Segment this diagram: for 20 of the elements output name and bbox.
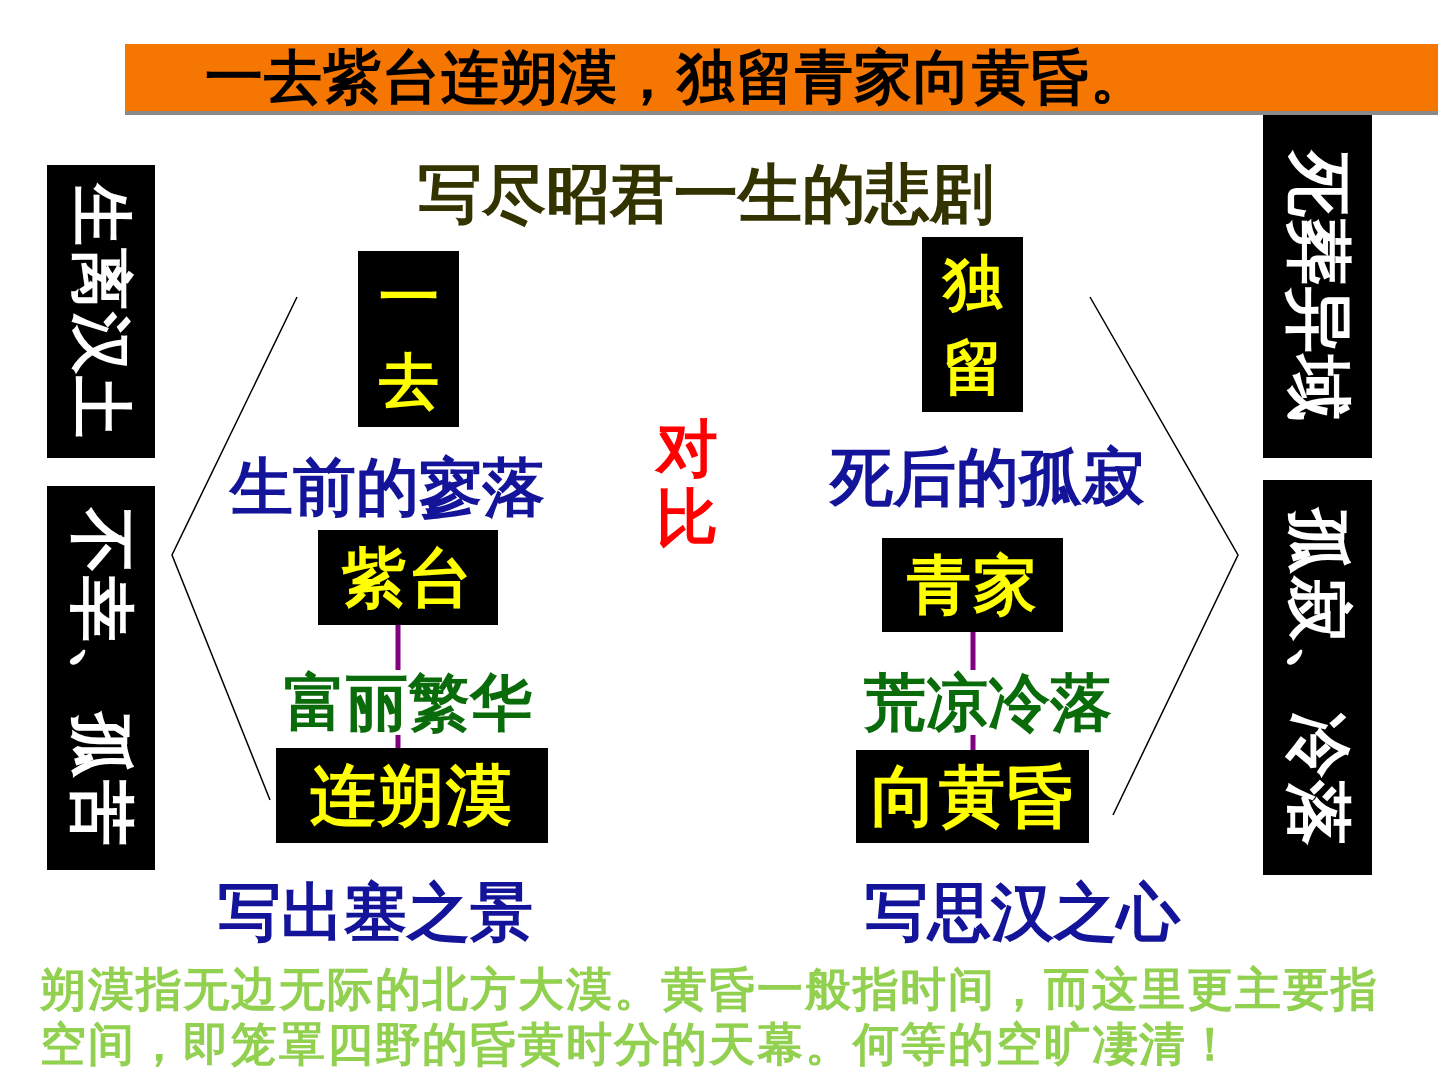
keyword-box: 紫台: [318, 530, 498, 625]
summary-text: 写思汉之心: [865, 875, 1180, 951]
subheading: 死后的孤寂: [830, 440, 1145, 516]
summary-box: 孤寂、冷落: [1263, 480, 1372, 875]
keyword-box: 连朔漠: [276, 748, 548, 843]
slide-title: 一去紫台连朔漠，独留青家向黄昏。: [205, 48, 1149, 106]
keyword-box: 青家: [882, 538, 1063, 632]
contrast-label: 对比: [656, 414, 718, 553]
edge-label: 荒凉冷落: [864, 670, 1112, 736]
keyword-box: 独留: [922, 237, 1023, 412]
summary-text: 写出塞之景: [218, 875, 533, 951]
summary-box: 不幸、孤苦: [47, 486, 155, 870]
keyword-box: 向黄昏: [856, 750, 1089, 843]
summary-box: 生离汉土: [47, 165, 155, 458]
note-text: 朔漠指无边无际的北方大漠。黄昏一般指时间，而这里更主要指空间，即笼罩四野的昏黄时分的天幕。何等的空旷凄清！: [40, 962, 1380, 1073]
subheading: 生前的寥落: [230, 450, 545, 526]
heading: 写尽昭君一生的悲剧: [418, 156, 994, 233]
keyword-box: 一去: [358, 251, 459, 427]
summary-box: 死葬异域: [1263, 115, 1372, 458]
edge-label: 富丽繁华: [284, 670, 532, 736]
